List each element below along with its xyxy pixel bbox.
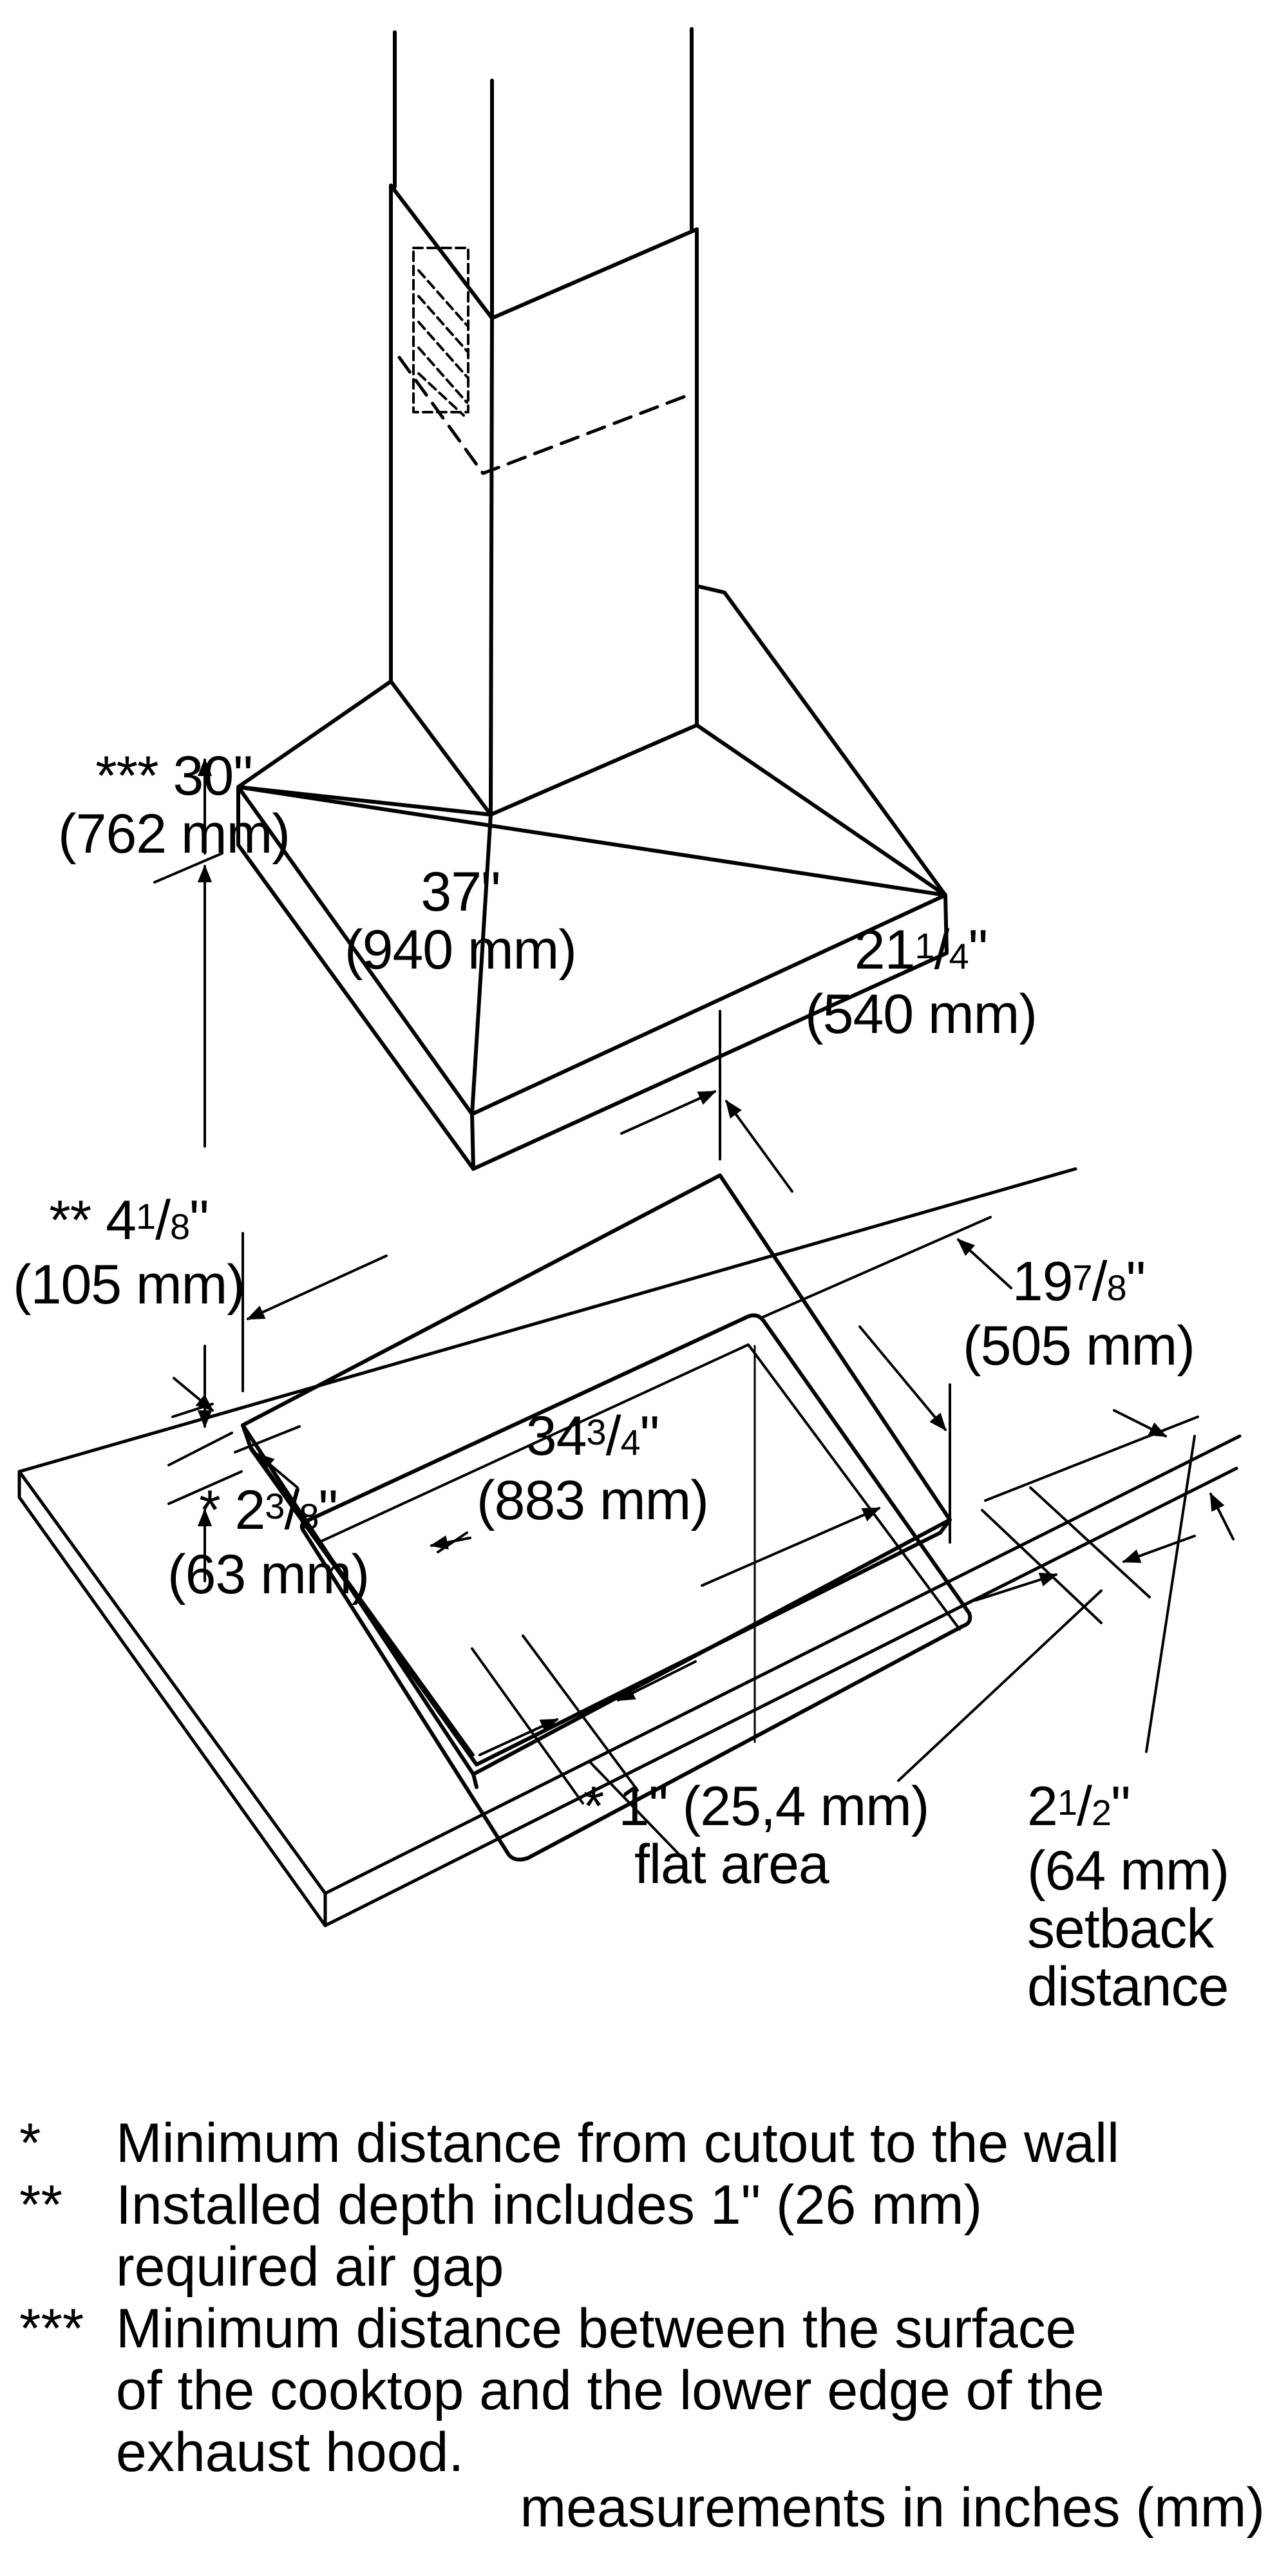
inch-value: 37" [421,861,500,923]
inch-whole: 34 [526,1405,587,1467]
mm-value: (105 mm) [13,1254,245,1316]
asterisk-marker: *** [95,745,158,807]
inch-value: 30" [173,745,253,807]
inch-whole: 19 [1012,1251,1074,1312]
footnote-text: Minimum distance between the surface of … [116,2298,1104,2483]
footnote: ** Installed depth includes 1" (26 mm) r… [19,2174,1119,2298]
cooktop-dimensions [167,1010,951,1582]
cutout [299,1313,972,1862]
installed-depth-label: ** 41/8" (105 mm) [13,1189,245,1316]
footnote-text: Installed depth includes 1" (26 mm) requ… [116,2174,983,2298]
footnote: * Minimum distance from cutout to the wa… [19,2112,1119,2174]
footnotes: * Minimum distance from cutout to the wa… [19,2112,1119,2483]
asterisk-marker: ** [49,1189,91,1251]
fraction-denominator: 2 [1091,1792,1112,1833]
mm-value: (540 mm) [805,983,1037,1045]
setback-label: 21/2" (64 mm) setback distance [1027,1776,1229,2018]
exhaust-hood [236,27,949,1171]
mm-value: (883 mm) [477,1470,709,1531]
mm-value: (762 mm) [58,803,290,865]
fraction-numerator: 1 [1057,1782,1077,1823]
fraction-denominator: 4 [620,1422,640,1463]
cutout-width-label: 343/4" (883 mm) [477,1405,709,1531]
inch-whole: 2 [234,1479,265,1541]
footnote: *** Minimum distance between the surface… [19,2298,1119,2483]
setback-caption: setback [1027,1898,1214,1960]
cutout-depth-label: 197/8" (505 mm) [963,1251,1195,1377]
hood-clearance-label: *** 30" (762 mm) [58,747,290,863]
cooktop-depth-label: 211/4" (540 mm) [805,919,1037,1045]
countertop-dimensions [171,1216,1235,1856]
footnote-marker: * [19,2112,41,2174]
footnote-text: Minimum distance from cutout to the wall [116,2112,1120,2174]
fraction-numerator: 1 [135,1196,156,1236]
fraction-numerator: 1 [914,925,934,966]
asterisk-marker: * [199,1479,220,1541]
installation-diagram [17,27,1242,1927]
countertop [17,1167,1242,1927]
fraction-numerator: 3 [265,1486,285,1526]
units-caption: measurements in inches (mm) [520,2477,1265,2539]
fraction-numerator: 7 [1072,1257,1092,1298]
fraction-denominator: 8 [170,1206,190,1247]
inch-whole: 2 [1027,1776,1058,1837]
fraction-denominator: 8 [1106,1267,1126,1308]
footnote-marker: *** [19,2298,84,2360]
fraction-numerator: 3 [586,1412,606,1452]
mm-value: (64 mm) [1027,1840,1229,1902]
fraction-denominator: 8 [299,1496,319,1537]
flat-area-label: * 1" (25,4 mm) flat area [583,1777,929,1893]
mm-value: (505 mm) [963,1315,1195,1377]
side-clearance-label: * 23/8" (63 mm) [167,1479,370,1605]
footnote-marker: ** [19,2174,62,2236]
inch-whole: 4 [106,1189,137,1251]
hood-clearance-dimension [153,758,223,1428]
mm-value: (940 mm) [345,919,577,981]
fraction-denominator: 4 [949,936,969,976]
mm-value: (63 mm) [167,1544,370,1605]
setback-caption-2: distance [1027,1956,1229,2018]
flat-area-caption: flat area [634,1833,829,1895]
cooktop-width-label: 37" (940 mm) [345,861,577,981]
flat-area-value: * 1" (25,4 mm) [583,1776,929,1837]
inch-whole: 21 [854,919,916,981]
